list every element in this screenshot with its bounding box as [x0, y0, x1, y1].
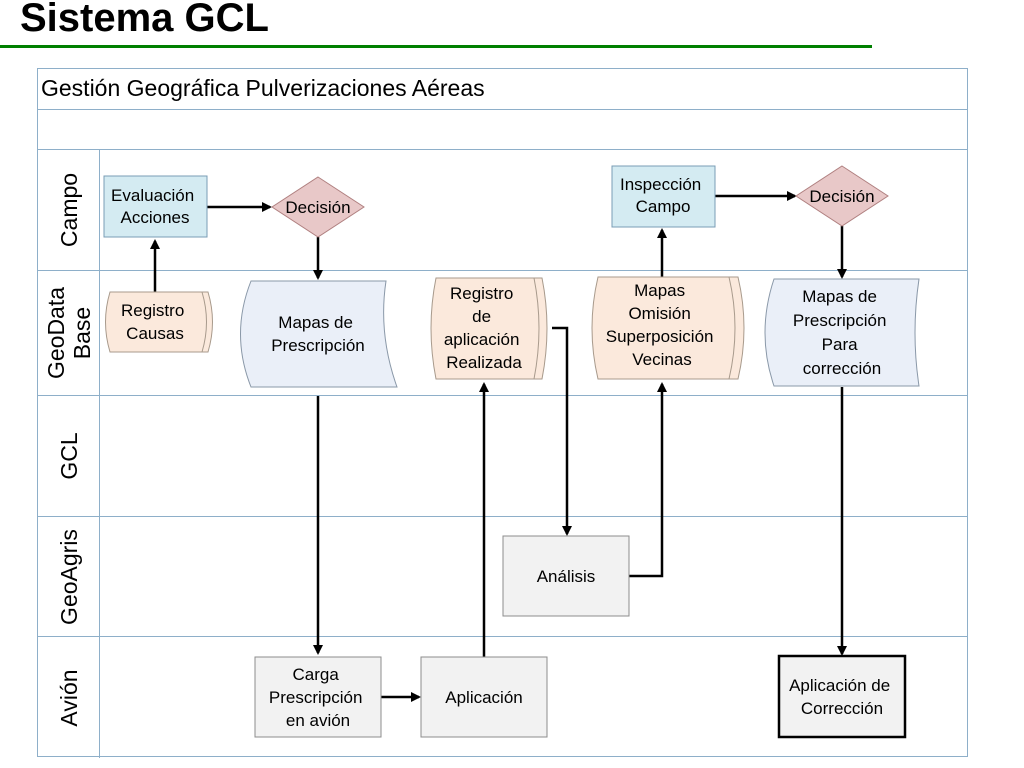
svg-text:Decisión: Decisión — [285, 198, 350, 217]
lane-label-cell: GCL — [38, 396, 100, 516]
svg-text:Mapas de Prescripción: Mapas de Prescripción — [271, 313, 365, 355]
lane-geoagris: GeoAgris — [38, 517, 967, 637]
lane-label-cell: Avión — [38, 637, 100, 758]
edge-registro-to-analisis — [552, 326, 572, 536]
edge-analisis-to-mapas-omision — [629, 382, 667, 578]
connectors — [150, 191, 847, 702]
title-underline — [0, 45, 872, 48]
lane-geodatabase: GeoData Base — [38, 271, 967, 396]
lane-label-cell: GeoData Base — [38, 271, 100, 395]
swimlane-pool: Gestión Geográfica Pulverizaciones Aérea… — [37, 68, 968, 758]
svg-text:Decisión: Decisión — [809, 187, 874, 206]
node-decision-2: Decisión — [795, 165, 889, 227]
svg-text:Evaluación Acciones: Evaluación Acciones — [111, 186, 199, 227]
node-analisis: Análisis — [502, 535, 630, 617]
svg-text:Aplicación de Corrección: Aplicación de Corrección — [789, 676, 895, 718]
svg-text:Registro Causas: Registro Causas — [121, 301, 189, 343]
node-registro-causas: Registro Causas — [105, 291, 213, 353]
lane-campo: Campo — [38, 150, 967, 271]
lane-label-cell: Campo — [38, 150, 100, 270]
node-mapas-prescripcion-correccion: Mapas de Prescripción Para corrección — [764, 278, 920, 387]
lane-label-cell: GeoAgris — [38, 517, 100, 636]
lane-avion: Avión — [38, 637, 967, 758]
node-decision-1: Decisión — [271, 176, 365, 238]
node-evaluacion-acciones: Evaluación Acciones — [103, 175, 208, 238]
node-aplicacion: Aplicación — [420, 656, 548, 738]
svg-text:Mapas de Prescripción: Mapas de Prescripción Para corrección — [793, 287, 891, 378]
page-title: Sistema GCL — [20, 0, 269, 40]
svg-text:Registro de aplica: Registro de aplicación Realizada — [444, 284, 524, 372]
pool-header: Gestión Geográfica Pulverizaciones Aérea… — [38, 69, 967, 110]
node-mapas-de-prescripcion: Mapas de Prescripción — [240, 280, 398, 388]
node-mapas-omision-superposicion: Mapas Omisión Superposición Vecinas — [591, 276, 745, 380]
node-inspeccion-campo: Inspección Campo — [611, 165, 716, 228]
lane-gcl: GCL — [38, 396, 967, 517]
svg-text:Inspección Campo: Inspección Campo — [620, 175, 706, 216]
svg-text:Mapas Omisión Supe: Mapas Omisión Superposición Vecinas — [606, 281, 718, 369]
svg-text:Carga Prescripción: Carga Prescripción en avión — [269, 665, 367, 730]
node-carga-prescripcion: Carga Prescripción en avión — [254, 656, 382, 738]
node-aplicacion-de-correccion: Aplicación de Corrección — [777, 654, 907, 739]
pool-blank-row — [38, 110, 967, 150]
node-registro-de-aplicacion: Registro de aplicación Realizada — [430, 277, 548, 380]
svg-text:Aplicación: Aplicación — [445, 688, 523, 707]
svg-text:Análisis: Análisis — [537, 567, 596, 586]
